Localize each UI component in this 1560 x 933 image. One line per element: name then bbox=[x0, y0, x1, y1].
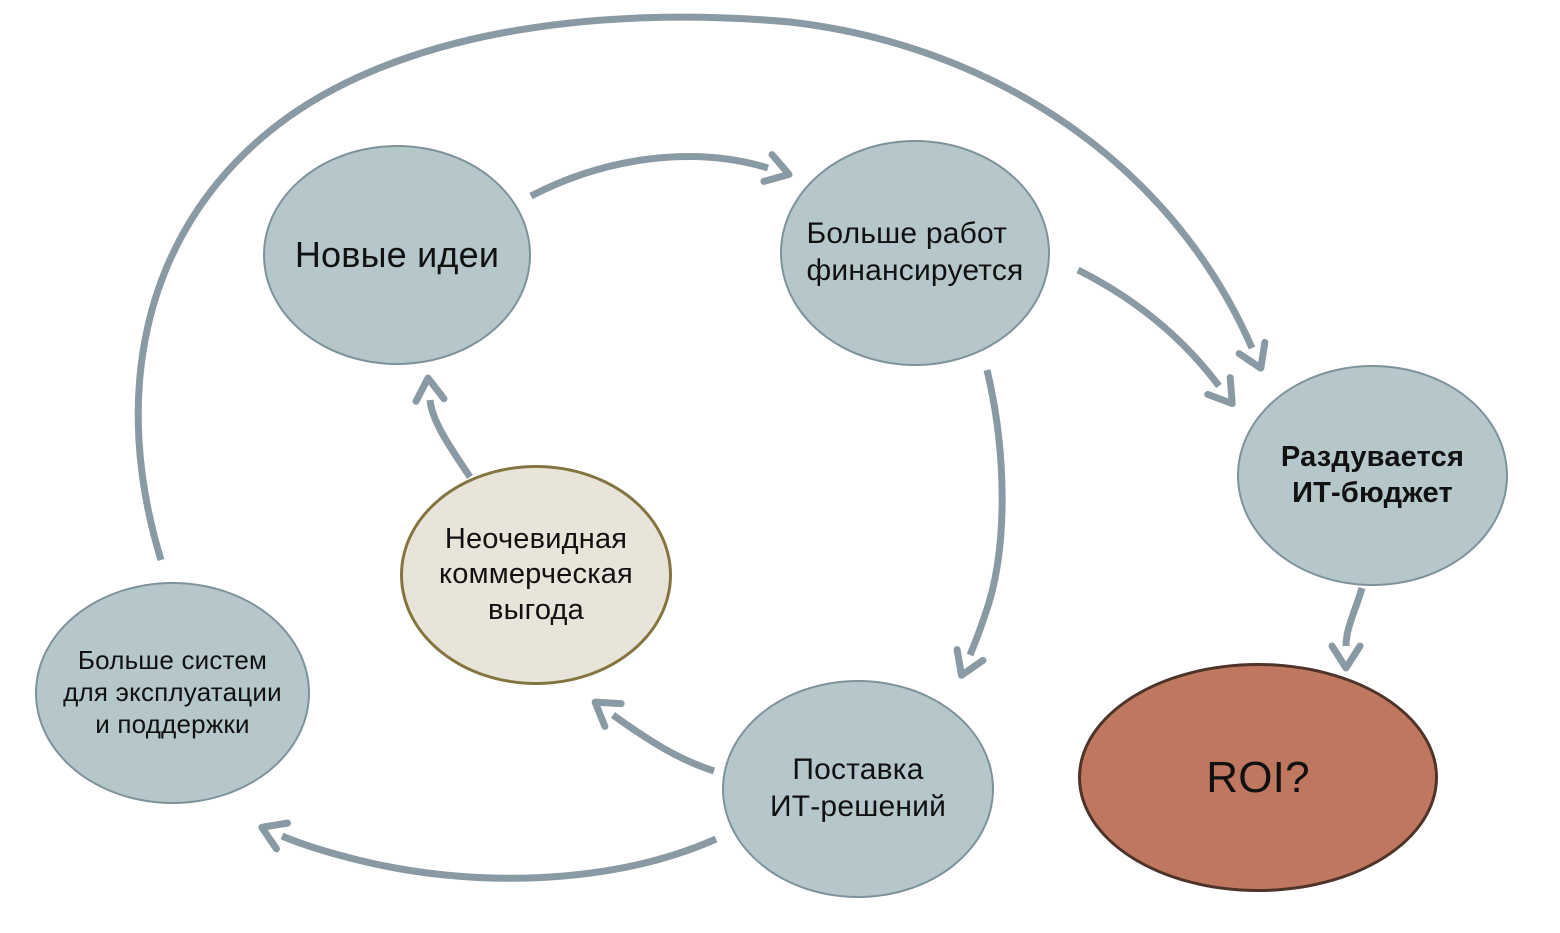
node-it-budget-balloons-label: Раздувается ИТ-бюджет bbox=[1280, 441, 1465, 509]
node-it-budget-balloons: Раздувается ИТ-бюджет bbox=[1237, 365, 1508, 586]
edge-it-budget-balloons-to-roi bbox=[1328, 587, 1366, 672]
edge-more-work-funded-to-it-budget-balloons bbox=[1076, 266, 1236, 408]
node-new-ideas-label: Новые идеи bbox=[294, 234, 500, 276]
node-unobvious-benefit: Неочевидная коммерческая выгода bbox=[400, 465, 672, 685]
edge-new-ideas-to-more-work-funded bbox=[529, 151, 793, 200]
node-new-ideas: Новые идеи bbox=[263, 145, 531, 365]
edge-unobvious-benefit-to-new-ideas bbox=[412, 374, 473, 479]
edge-more-work-funded-to-it-solutions-delivery bbox=[953, 369, 1006, 679]
node-roi-label: ROI? bbox=[1206, 752, 1310, 802]
edge-it-solutions-delivery-to-more-systems bbox=[258, 819, 718, 882]
node-it-solutions-delivery: Поставка ИТ-решений bbox=[722, 680, 994, 898]
node-roi: ROI? bbox=[1078, 663, 1438, 892]
node-more-work-funded-label: Больше работ финансируется bbox=[806, 217, 1024, 287]
node-more-systems-to-support: Больше систем для эксплуатации и поддерж… bbox=[35, 582, 310, 804]
node-more-systems-to-support-label: Больше систем для эксплуатации и поддерж… bbox=[63, 645, 282, 739]
node-it-solutions-delivery-label: Поставка ИТ-решений bbox=[769, 753, 947, 823]
node-unobvious-benefit-label: Неочевидная коммерческая выгода bbox=[439, 522, 633, 626]
edge-it-solutions-delivery-to-unobvious-benefit bbox=[591, 698, 716, 775]
node-more-work-funded: Больше работ финансируется bbox=[780, 140, 1050, 366]
